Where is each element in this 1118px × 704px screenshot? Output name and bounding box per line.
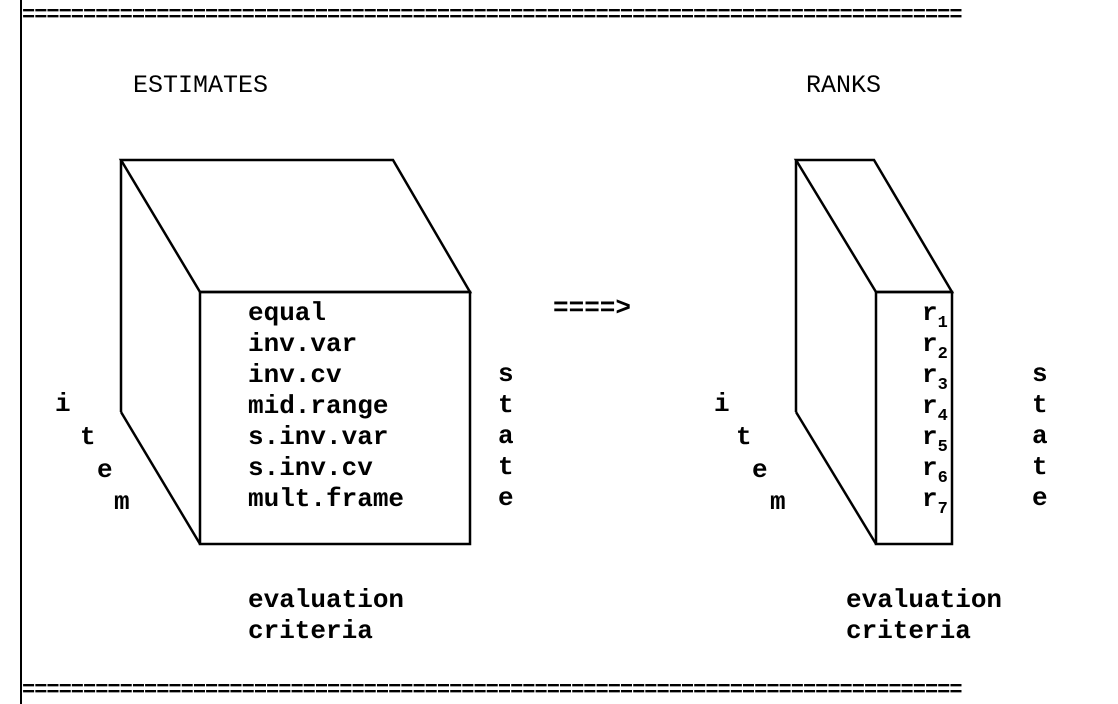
estimates-bottom-label-2: criteria [248,616,373,646]
rank-subscript: 1 [937,314,948,333]
rank-symbol: r [922,484,938,514]
state-letter: s [1032,359,1048,389]
estimates-bottom-label-1: evaluation [248,585,405,615]
estimates-title: ESTIMATES [133,71,269,100]
top-rule: ========================================… [22,8,963,24]
rank-subscript: 7 [937,500,948,519]
state-letter: a [1032,421,1048,451]
state-letter: t [498,390,514,420]
rank-symbol: r [922,329,938,359]
state-letter: t [1032,452,1048,482]
rank-symbol: r [922,453,938,483]
estimate-method-item: inv.cv [248,360,342,390]
estimates-item-label-m: m [114,487,130,517]
rank-subscript: 2 [937,345,948,364]
rank-item: r2 [922,329,948,364]
ranks-title: RANKS [806,71,882,100]
estimates-item-label-i: i [55,389,71,419]
ranks-item-label-m: m [770,487,786,517]
ranks-item-label-t: t [736,422,752,452]
rank-symbol: r [922,422,938,452]
estimate-method-item: s.inv.var [248,422,389,452]
rank-subscript: 3 [937,376,948,395]
estimate-method-item: inv.var [248,329,358,359]
estimates-cube [118,158,473,546]
rank-item: r7 [922,484,948,519]
rank-item: r3 [922,360,948,395]
state-letter: e [498,483,514,513]
left-border-line [20,0,22,704]
rank-symbol: r [922,391,938,421]
estimate-method-item: mult.frame [248,484,405,514]
ranks-item-label-i: i [714,389,730,419]
estimates-item-label-t: t [80,422,96,452]
state-letter: a [498,421,514,451]
rank-subscript: 4 [937,407,948,426]
ranks-item-label-e: e [752,455,768,485]
ranks-bottom-label-1: evaluation [846,585,1003,615]
rank-item: r1 [922,298,948,333]
estimate-method-item: s.inv.cv [248,453,373,483]
estimates-item-label-e: e [97,455,113,485]
rank-item: r5 [922,422,948,457]
state-letter: t [498,452,514,482]
rank-subscript: 5 [937,438,948,457]
ranks-bottom-label-2: criteria [846,616,971,646]
bottom-rule: ========================================… [22,683,963,699]
rank-item: r4 [922,391,948,426]
state-letter: s [498,359,514,389]
transform-arrow: ====> [553,293,632,323]
estimate-method-item: mid.range [248,391,389,421]
rank-item: r6 [922,453,948,488]
estimate-method-item: equal [248,298,327,328]
state-letter: t [1032,390,1048,420]
rank-symbol: r [922,298,938,328]
rank-symbol: r [922,360,938,390]
ranks-cube [793,158,955,546]
state-letter: e [1032,483,1048,513]
rank-subscript: 6 [937,469,948,488]
